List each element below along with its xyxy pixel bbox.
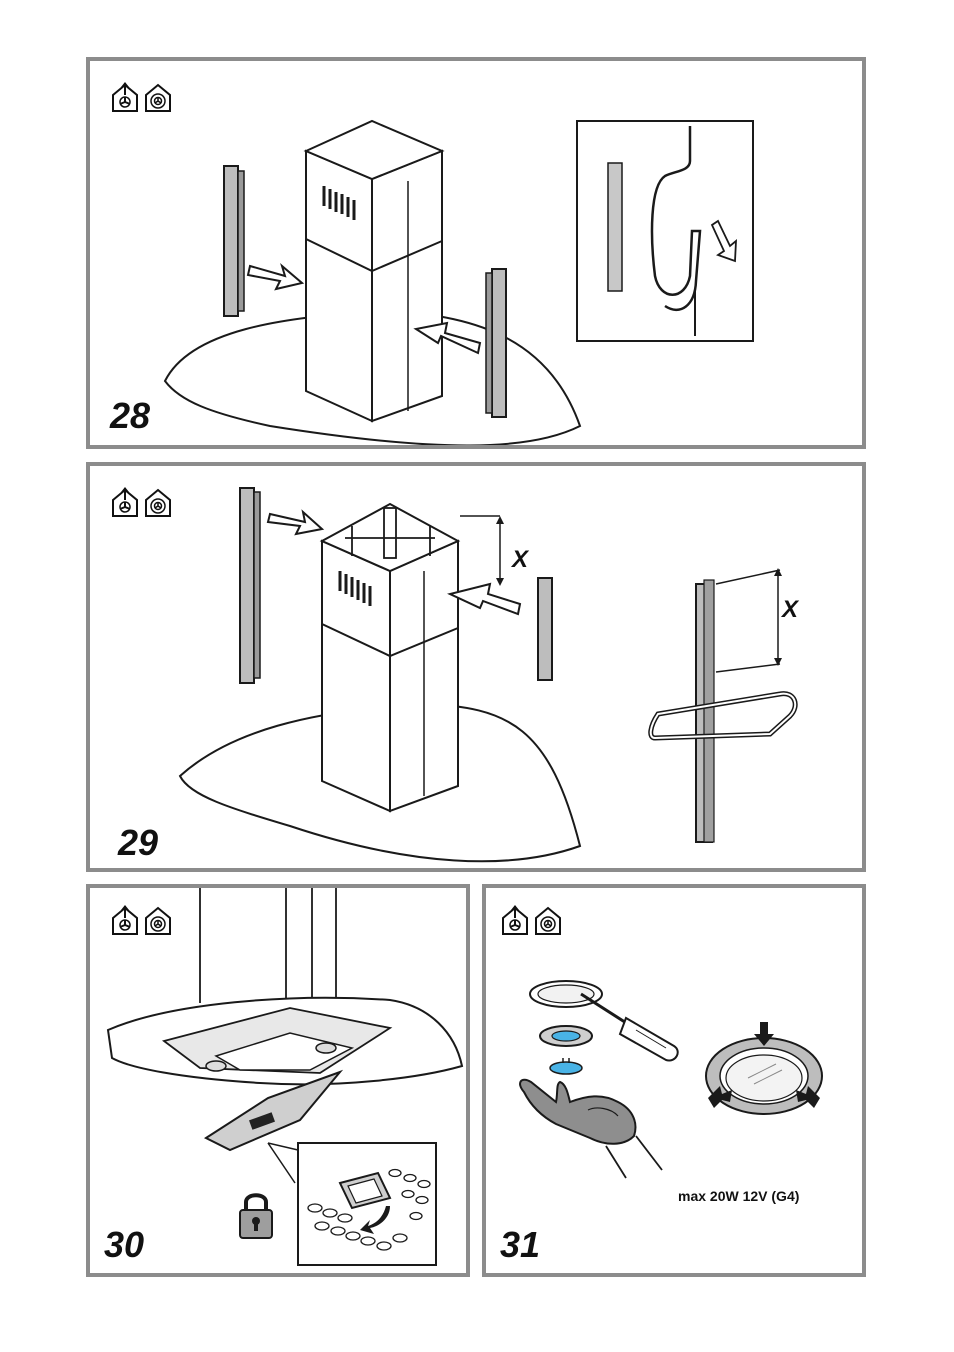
right-trim-strip (486, 269, 506, 417)
lamp-spec-label: max 20W 12V (G4) (678, 1188, 799, 1204)
dimension-x-label-detail: X (782, 596, 798, 624)
glove-hand-icon (520, 1080, 662, 1178)
lamp-replacement-illustration (486, 888, 862, 1273)
padlock-icon (236, 1188, 276, 1240)
step-number: 29 (118, 822, 158, 864)
screwdriver-icon (581, 994, 678, 1060)
hood-chimney-trim-illustration (90, 61, 862, 445)
panel-step-30: 30 (86, 884, 470, 1277)
step-number: 28 (110, 395, 150, 437)
panel-step-31: max 20W 12V (G4) 31 (482, 884, 866, 1277)
grease-filter-illustration (90, 888, 466, 1273)
left-trim-strip (224, 166, 244, 316)
step-number: 30 (104, 1224, 144, 1266)
panel-step-29: X X 29 (86, 462, 866, 872)
dimension-x-label: X (512, 546, 528, 574)
panel-step-28: 28 (86, 57, 866, 449)
step-number: 31 (500, 1224, 540, 1266)
trim-cutting-illustration (90, 466, 862, 868)
